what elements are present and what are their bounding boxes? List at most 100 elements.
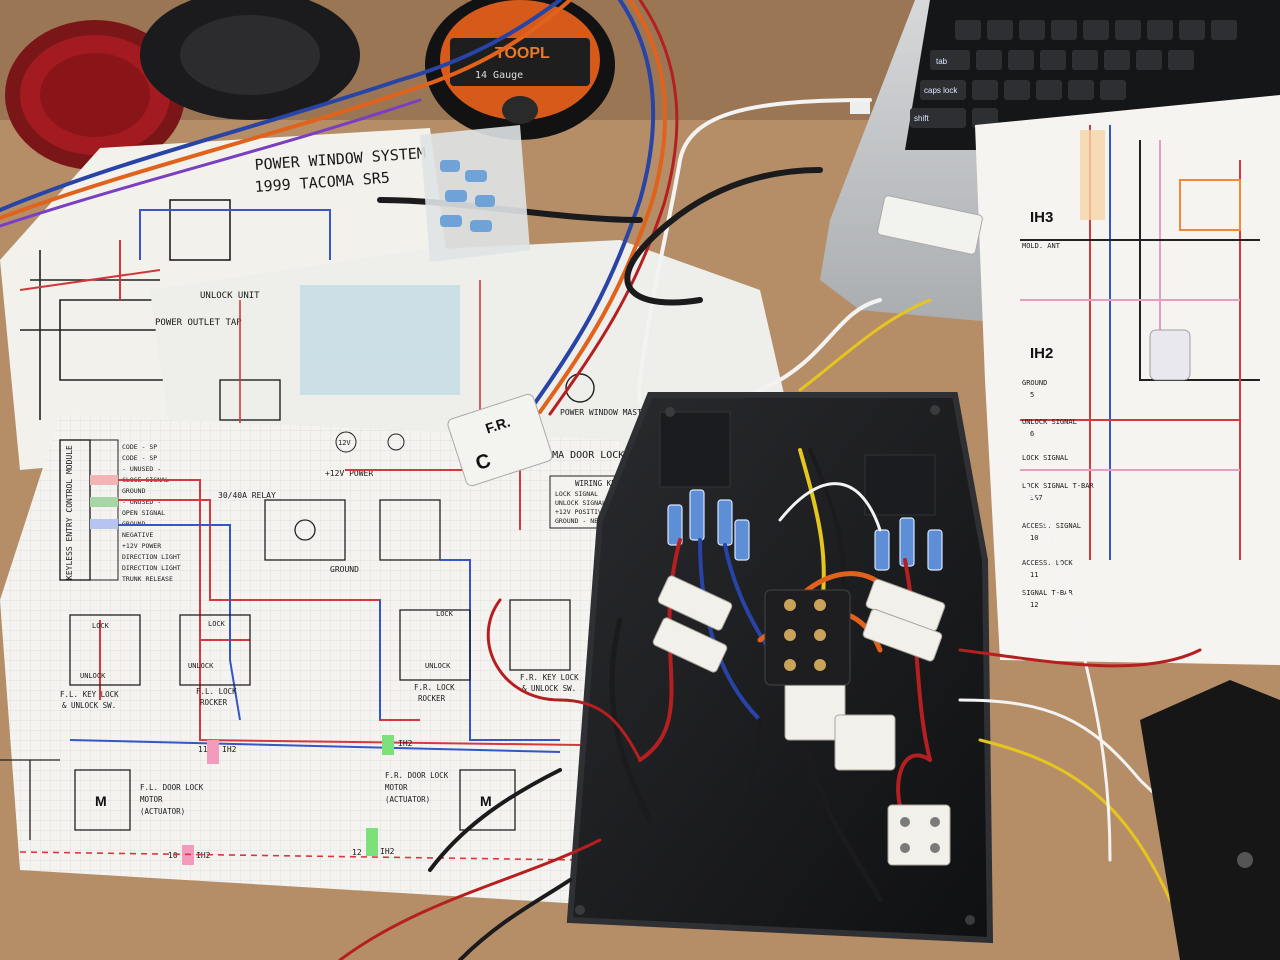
fr-key-switch [509, 599, 571, 671]
laptop-key-caps: caps lock [924, 86, 958, 95]
ih2-label: IH2 [1030, 345, 1053, 362]
module-vertical-label: KEYLESS ENTRY CONTROL MODULE [65, 445, 74, 580]
ground-label: GROUND [330, 565, 359, 574]
right-pin-labels: MOLD. ANT GROUND 5 UNLOCK SIGNAL 6 LOCK … [1022, 242, 1094, 609]
lock-text: LOCK [92, 622, 110, 630]
fl-key-lock: F.L. KEY LOCK [60, 690, 119, 699]
relay-left [264, 499, 346, 561]
lock-text: LOCK [208, 620, 226, 628]
wire-spool-black [140, 0, 360, 120]
unlock-unit-label: UNLOCK UNIT [200, 291, 260, 301]
spool-gauge: 14 Gauge [475, 70, 523, 81]
ground-node [387, 433, 405, 451]
unlock-text: UNLOCK [425, 662, 451, 670]
door-lock-title: TACOMA DOOR LOCKING SYSTEM [528, 450, 685, 461]
connector-fr: F.R. C [447, 393, 553, 487]
pin-label: TRUNK RELEASE [122, 575, 173, 583]
svg-text:WIRING KEY: WIRING KEY [575, 479, 621, 488]
usb-plug [850, 100, 870, 114]
svg-text:5: 5 [1030, 391, 1034, 399]
svg-text:MOLD. ANT: MOLD. ANT [1022, 242, 1061, 250]
num-label: 11 [198, 745, 208, 754]
svg-text:11: 11 [1030, 571, 1038, 579]
fr-lock-rocker-2: ROCKER [418, 694, 446, 703]
fl-lock-rocker-1: F.L. LOCK [196, 687, 237, 696]
connector-bag [420, 125, 530, 262]
spade-terminals [667, 489, 943, 571]
connector-white [877, 195, 983, 255]
fr-motor-2: MOTOR [385, 783, 408, 792]
fr-lock-rocker-1: F.R. LOCK [414, 683, 455, 692]
ih2-label: IH2 [222, 745, 237, 754]
wire-spool-orange: TOOPL 14 Gauge [425, 0, 615, 140]
pin-label: - UNUSED - [122, 465, 161, 473]
fl-motor-box [74, 769, 131, 831]
loose-wires [338, 458, 1280, 960]
fr-motor-symbol: M [480, 793, 492, 809]
relay-block [659, 411, 731, 488]
project-box [566, 392, 994, 944]
num-label: 10 [168, 851, 178, 860]
marker-green [366, 828, 378, 856]
svg-text:ACCESS. SIGNAL: ACCESS. SIGNAL [1022, 522, 1081, 530]
pin-label: DIRECTION LIGHT [122, 553, 181, 561]
fl-unlock-sw: & UNLOCK SW. [62, 701, 116, 710]
svg-text:6: 6 [1030, 430, 1034, 438]
power-outlet-tap-label: POWER OUTLET TAP [155, 318, 242, 328]
paper-unlock-unit: UNLOCK UNIT POWER OUTLET TAP POWER WINDO… [150, 240, 790, 470]
pin-label: DIRECTION LIGHT [122, 564, 181, 572]
fl-motor-3: (ACTUATOR) [140, 807, 185, 816]
unlock-text: UNLOCK [188, 662, 214, 670]
power-label: +12V POWER [325, 469, 373, 478]
wiring-key-item: +12V POSITIVE [555, 508, 606, 516]
svg-text:SIGNAL T-BAR: SIGNAL T-BAR [1022, 589, 1073, 597]
pin-label: - UNUSED - [122, 498, 161, 506]
unlock-text: UNLOCK [80, 672, 106, 680]
svg-text:UNLOCK SIGNAL: UNLOCK SIGNAL [1022, 418, 1077, 426]
fr-motor-3: (ACTUATOR) [385, 795, 430, 804]
wiring-key-item: UNLOCK SIGNAL [555, 499, 606, 507]
fl-motor-2: MOTOR [140, 795, 163, 804]
svg-text:3&7: 3&7 [1030, 494, 1043, 502]
paper-right: IH3 IH2 MOLD. ANT GROUND 5 UNLOCK SIGNAL… [975, 95, 1280, 665]
relay-right [379, 499, 441, 561]
laptop-key-shift: shift [914, 114, 929, 123]
svg-text:10: 10 [1030, 534, 1038, 542]
svg-text:C: C [473, 450, 494, 475]
ih2-label: IH2 [380, 847, 395, 856]
fl-lock-rocker [179, 614, 251, 686]
ih2-label: IH2 [196, 851, 211, 860]
svg-text:LOCK SIGNAL T-BAR: LOCK SIGNAL T-BAR [1022, 482, 1094, 490]
fr-motor-box [459, 769, 516, 831]
pin-label: CODE - SP [122, 443, 157, 451]
svg-text:LOCK SIGNAL: LOCK SIGNAL [1022, 454, 1068, 462]
svg-text:12: 12 [1030, 601, 1038, 609]
fl-motor-symbol: M [95, 793, 107, 809]
wiring-key-item: GROUND - NEGATIVE [555, 517, 622, 525]
power-window-master-label: POWER WINDOW MASTER SW. [560, 408, 671, 417]
fr-key-lock-1: F.R. KEY LOCK [520, 673, 579, 682]
paper-door-locking: KEYLESS ENTRY CONTROL MODULE CODE - SP C… [0, 415, 685, 905]
pin-label: +12V POWER [122, 542, 161, 550]
fr-lock-rocker [399, 609, 471, 681]
fl-motor-1: F.L. DOOR LOCK [140, 783, 204, 792]
fl-lock-rocker-2: ROCKER [200, 698, 228, 707]
fl-key-switch [69, 614, 141, 686]
pin-label: NEGATIVE [122, 531, 153, 539]
node-12v: 12V [335, 431, 357, 453]
svg-text:ACCESS. LOCK: ACCESS. LOCK [1022, 559, 1073, 567]
pin-label: GROUND [122, 487, 146, 495]
num-label: 12 [352, 848, 362, 857]
wiring-key-item: LOCK SIGNAL [555, 490, 598, 498]
fr-key-lock-2: & UNLOCK SW. [522, 684, 576, 693]
terminal-strip [652, 575, 951, 866]
ih2-label: IH2 [398, 739, 413, 748]
spool-brand: TOOPL [495, 45, 550, 62]
relay-block [864, 454, 936, 516]
wire-harness [0, 0, 932, 420]
pin-label: CODE - SP [122, 454, 157, 462]
relay-label: 30/40A RELAY [218, 491, 276, 500]
wire-spool-red [5, 20, 185, 170]
fr-motor-1: F.R. DOOR LOCK [385, 771, 449, 780]
